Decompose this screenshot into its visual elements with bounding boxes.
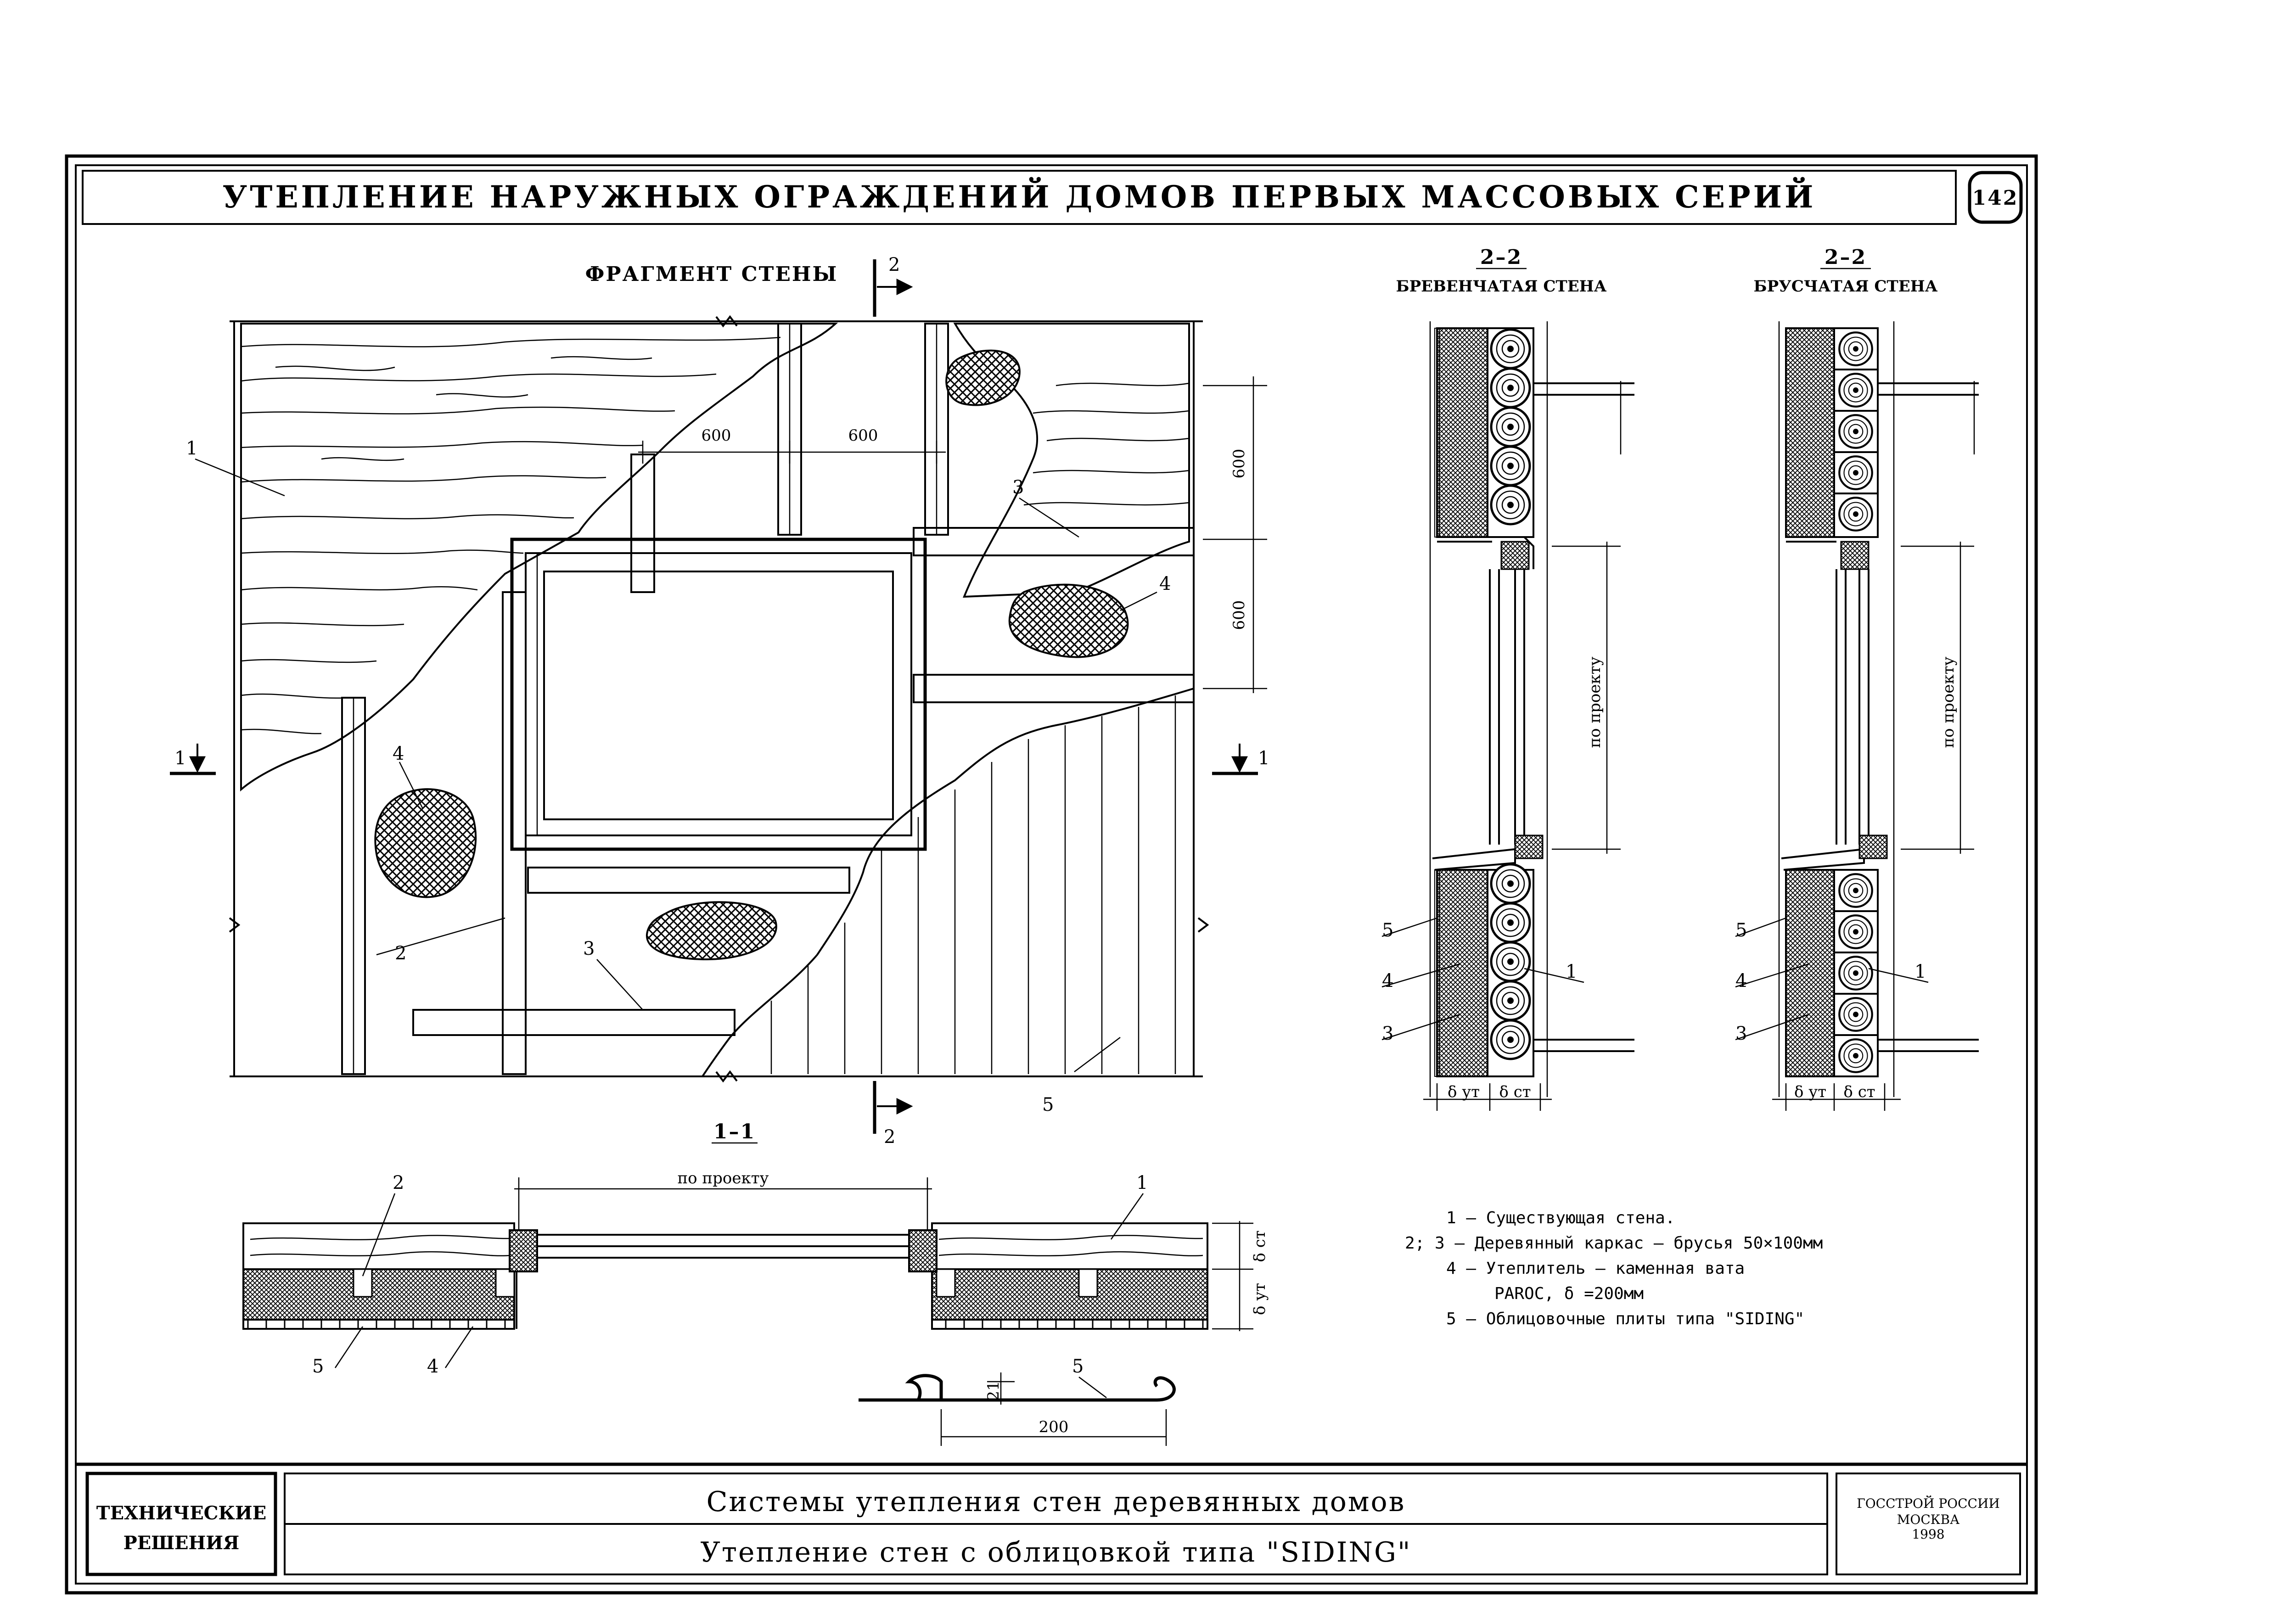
callout-3-bottom: 3 — [583, 938, 595, 959]
siding-profile: 21 200 5 — [859, 1356, 1176, 1446]
siding-dim-200: 200 — [1039, 1418, 1069, 1436]
section-1-1: 1–1 по проекту — [242, 1120, 1269, 1377]
title-block-line2: Утепление стен с облицовкой типа "SIDING… — [700, 1536, 1411, 1568]
dimension-vertical: 600 600 — [1203, 376, 1267, 693]
fragment-heading: ФРАГМЕНТ СТЕНЫ — [585, 263, 838, 286]
section-log-d-ut: δ ут — [1448, 1083, 1480, 1101]
dimension-horizontal: 600 600 — [638, 426, 946, 464]
dim-600-a: 600 — [702, 426, 731, 445]
frame-studs — [341, 323, 949, 1075]
section-log-callout-1: 1 — [1566, 961, 1577, 982]
callout-4-right: 4 — [1159, 573, 1171, 594]
legend-item-5: 5 – Облицовочные плиты типа "SIDING" — [1446, 1310, 1804, 1328]
title-block-org-3: 1998 — [1912, 1527, 1944, 1542]
wall-fragment: ФРАГМЕНТ СТЕНЫ — [170, 254, 1269, 1148]
callout-4-left: 4 — [393, 743, 404, 764]
title-block-category-1: ТЕХНИЧЕСКИЕ — [96, 1502, 266, 1524]
section-log-subheading: БРЕВЕНЧАТАЯ СТЕНА — [1396, 277, 1607, 296]
callout-5: 5 — [1042, 1094, 1054, 1115]
existing-log-wall — [240, 323, 838, 792]
sheet-frame — [65, 154, 2038, 1595]
section-beam-wall: 2–2 БРУСЧАТАЯ СТЕНА — [1735, 246, 1979, 1111]
siding-zone — [702, 688, 1194, 1077]
break-marks — [229, 315, 1209, 1083]
window-opening — [510, 538, 927, 851]
section-log-callout-4: 4 — [1382, 970, 1393, 991]
section-beam-callout-5: 5 — [1735, 920, 1747, 941]
section-log-d-st: δ ст — [1499, 1083, 1531, 1101]
legend-item-2: 2; 3 – Деревянный каркас – брусья 50×100… — [1405, 1234, 1823, 1253]
callout-3-top: 3 — [1012, 477, 1024, 498]
section-1-1-dim-project: по проекту — [677, 1169, 769, 1187]
callout-2: 2 — [395, 943, 406, 964]
section-1-1-d-ut: δ ут — [1251, 1283, 1269, 1315]
cut-1-left: 1 — [174, 748, 186, 769]
title-block-line1: Системы утепления стен деревянных домов — [707, 1486, 1406, 1518]
sheet-title: УТЕПЛЕНИЕ НАРУЖНЫХ ОГРАЖДЕНИЙ ДОМОВ ПЕРВ… — [223, 177, 1816, 215]
section-log-callout-5: 5 — [1382, 920, 1393, 941]
section-beam-callout-1: 1 — [1914, 961, 1926, 982]
legend: 1 – Существующая стена. 2; 3 – Деревянны… — [1405, 1209, 1823, 1328]
siding-callout-5: 5 — [1072, 1356, 1084, 1377]
cut-2-top: 2 — [888, 254, 900, 275]
title-block-category-2: РЕШЕНИЯ — [124, 1532, 240, 1554]
section-beam-d-st: δ ст — [1843, 1083, 1875, 1101]
dim-600-v1: 600 — [1230, 449, 1248, 479]
legend-item-4-cont: PAROC, δ =200мм — [1494, 1284, 1644, 1303]
section-log-dim-project: по проекту — [1586, 656, 1604, 748]
title-block-org-2: МОСКВА — [1897, 1512, 1960, 1527]
section-1-1-callout-4: 4 — [427, 1356, 438, 1377]
page-number: 142 — [1972, 186, 2019, 210]
section-beam-dim-project: по проекту — [1939, 656, 1958, 748]
cut-marks: 1 1 2 2 — [170, 254, 1269, 1148]
title-block: ТЕХНИЧЕСКИЕ РЕШЕНИЯ Системы утепления ст… — [76, 1462, 2027, 1576]
section-log-wall: 2–2 БРЕВЕНЧАТАЯ СТЕНА — [1381, 246, 1634, 1111]
section-beam-heading: 2–2 — [1825, 246, 1867, 269]
cut-1-right: 1 — [1258, 748, 1269, 769]
section-1-1-d-st: δ ст — [1251, 1230, 1269, 1262]
callout-1: 1 — [186, 438, 197, 459]
section-1-1-callout-1: 1 — [1136, 1172, 1148, 1193]
section-1-1-callout-5: 5 — [312, 1356, 324, 1377]
title-strip: УТЕПЛЕНИЕ НАРУЖНЫХ ОГРАЖДЕНИЙ ДОМОВ ПЕРВ… — [82, 170, 2023, 225]
cut-2-bottom: 2 — [884, 1126, 895, 1148]
section-1-1-heading: 1–1 — [713, 1120, 756, 1143]
dim-600-b: 600 — [848, 426, 878, 445]
section-beam-d-ut: δ ут — [1794, 1083, 1826, 1101]
legend-item-1: 1 – Существующая стена. — [1446, 1209, 1675, 1227]
section-beam-subheading: БРУСЧАТАЯ СТЕНА — [1754, 277, 1938, 296]
section-log-heading: 2–2 — [1480, 246, 1522, 269]
siding-dim-21: 21 — [984, 1381, 1003, 1400]
section-beam-callout-3: 3 — [1735, 1023, 1747, 1044]
insulation-patches — [374, 349, 1129, 961]
section-1-1-callout-2: 2 — [393, 1172, 404, 1193]
fragment-callouts: 1 2 3 4 4 3 5 — [186, 438, 1171, 1115]
section-log-callout-3: 3 — [1382, 1023, 1393, 1044]
legend-item-4: 4 – Утеплитель – каменная вата — [1446, 1259, 1745, 1278]
dim-600-v2: 600 — [1230, 600, 1248, 630]
section-beam-callout-4: 4 — [1735, 970, 1747, 991]
title-block-org-1: ГОССТРОЙ РОССИИ — [1857, 1495, 2000, 1511]
